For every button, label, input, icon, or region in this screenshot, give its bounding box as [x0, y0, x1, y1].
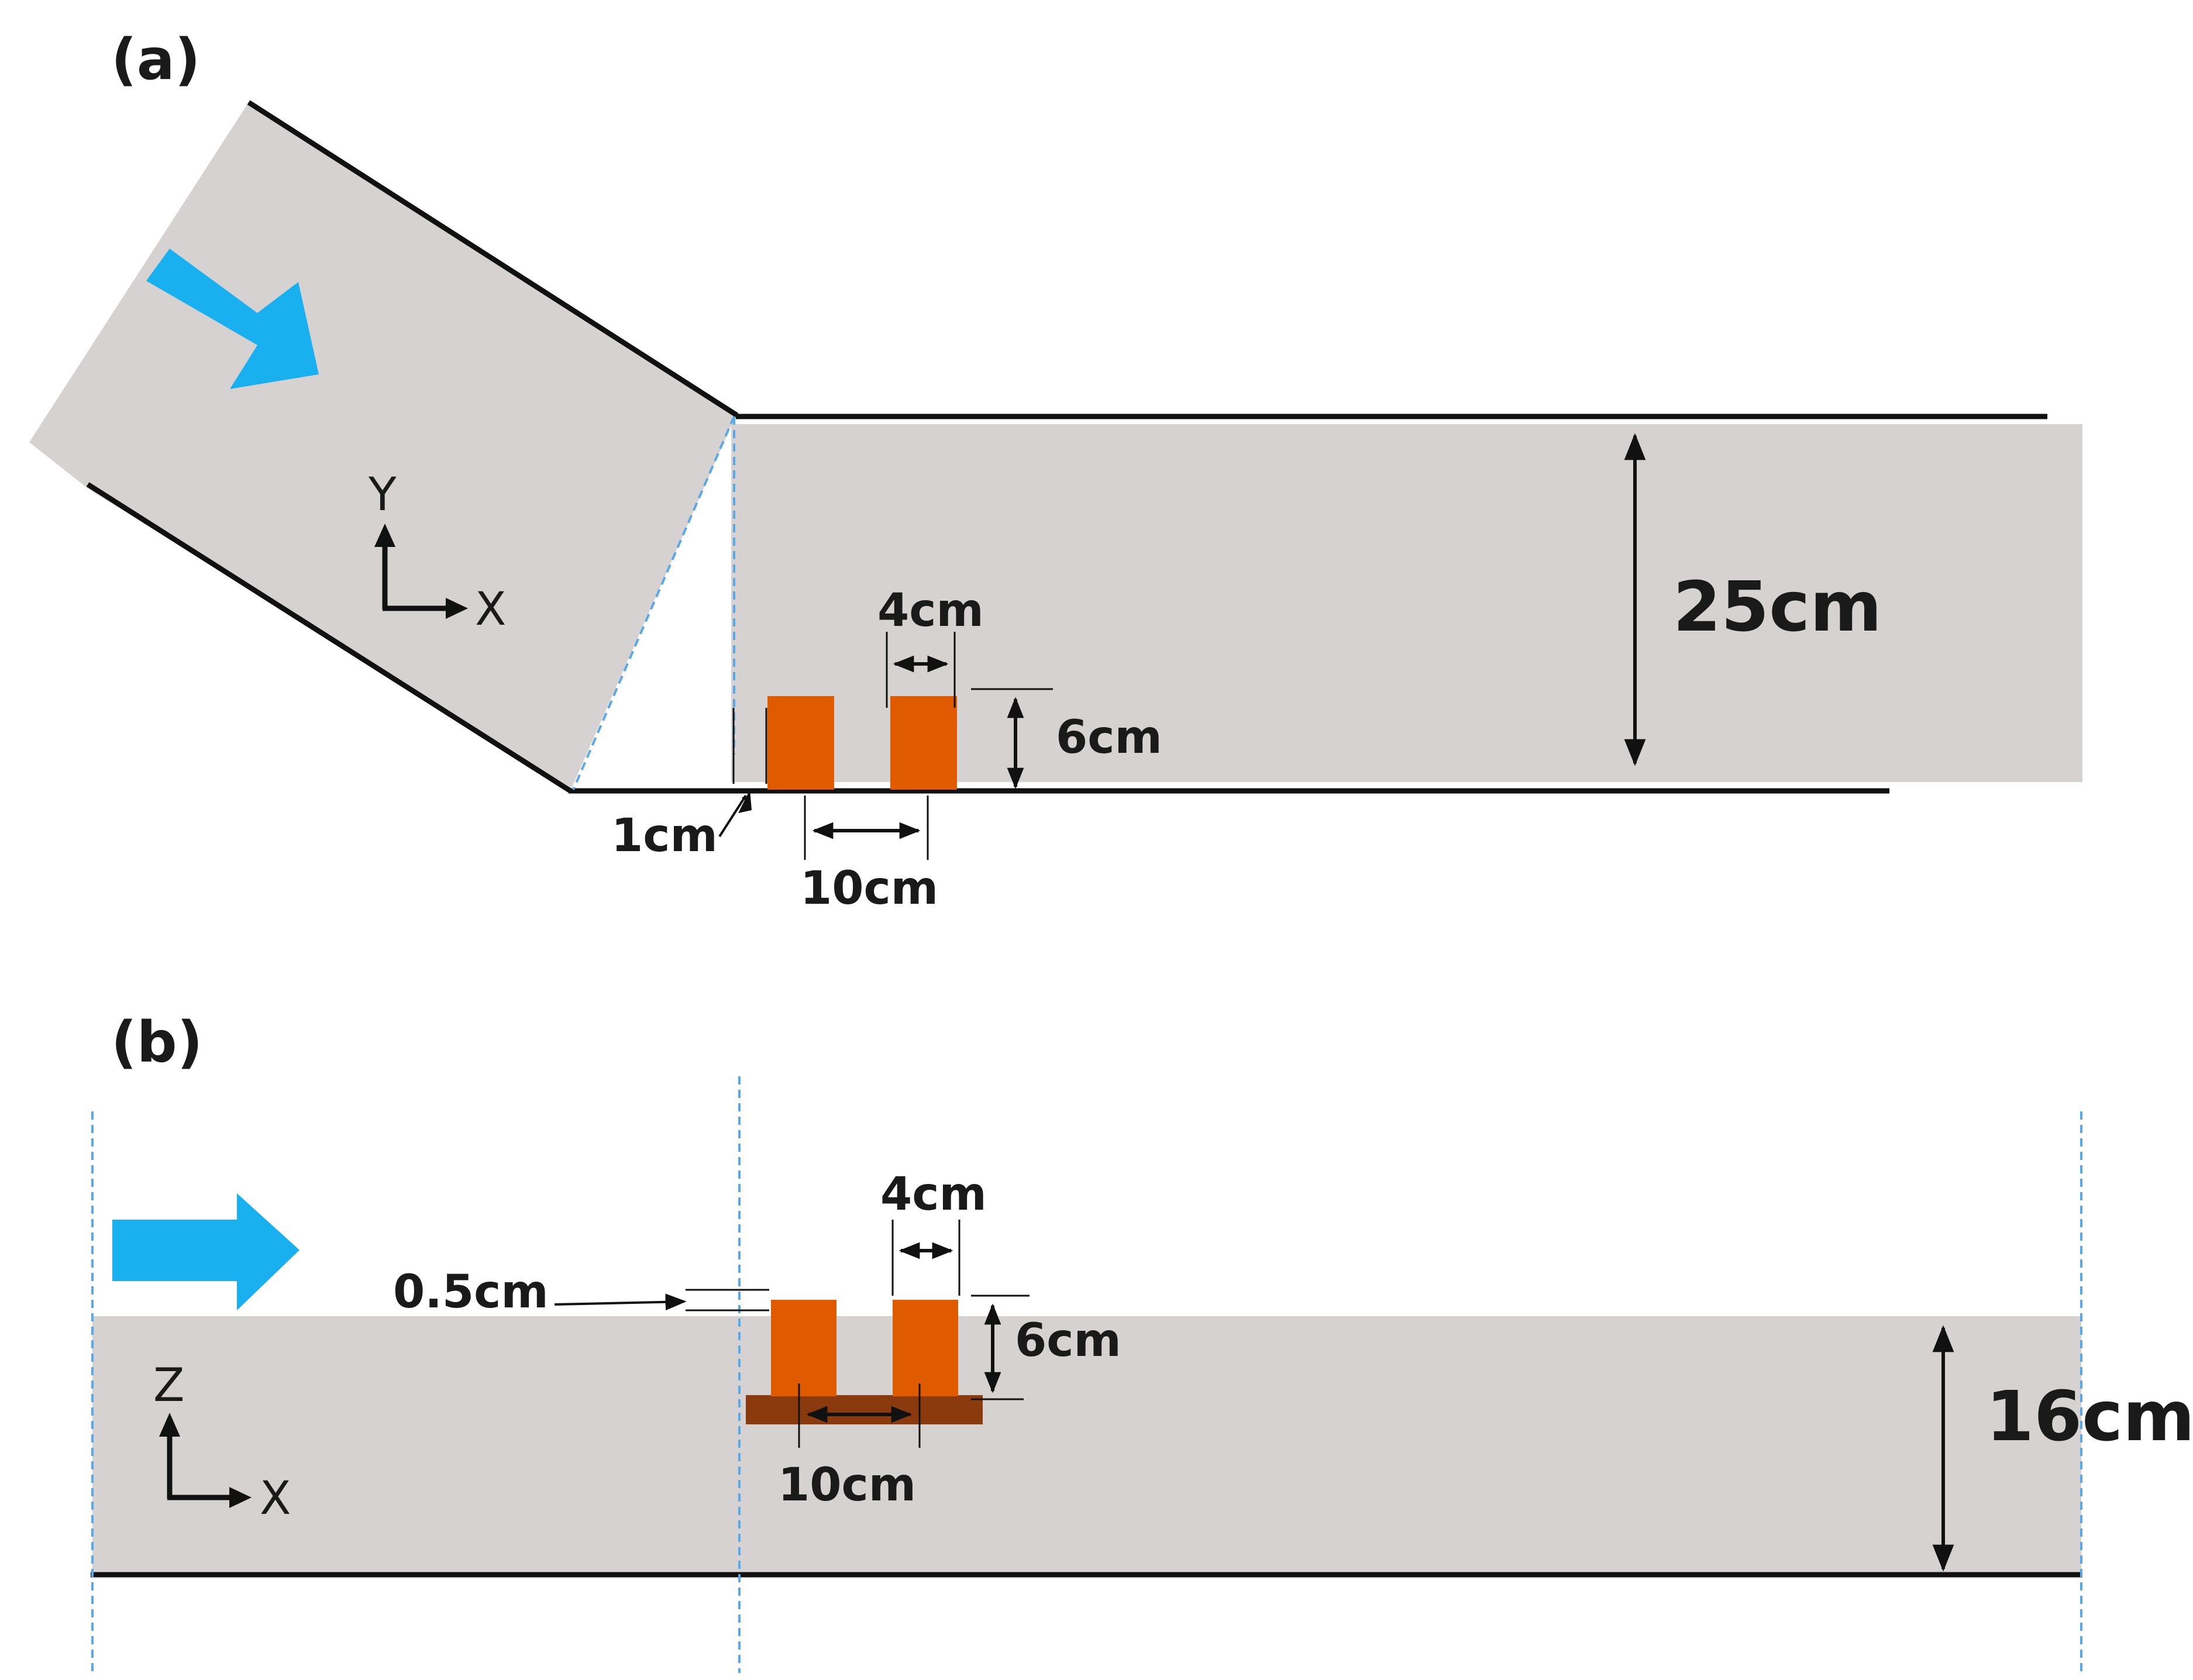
- dimension-block-height: 6cm: [971, 688, 1162, 789]
- label-block-spacing: 10cm: [800, 862, 938, 915]
- block-2: [890, 696, 957, 790]
- flow-direction-arrow-icon: [146, 249, 319, 389]
- label-block-height: 6cm: [1056, 711, 1162, 764]
- axis-label-x: X: [260, 1472, 291, 1525]
- panel-b: (b) Z X 4cm: [91, 1010, 2193, 1673]
- guide-line-diagonal: [572, 416, 735, 790]
- dimension-block-height: 6cm: [971, 1295, 1121, 1400]
- dimension-block-spacing: 10cm: [778, 1383, 921, 1512]
- inlet-bottom-wall: [86, 482, 572, 793]
- panel-a: (a) Y X 4cm: [29, 27, 2082, 915]
- flow-direction-arrow-icon: [112, 1193, 299, 1310]
- axis-label-z: Z: [153, 1359, 184, 1412]
- label-block-width: 4cm: [877, 584, 984, 637]
- label-block-spacing: 10cm: [778, 1459, 916, 1512]
- label-channel-width: 25cm: [1673, 566, 1882, 647]
- block-2: [893, 1300, 958, 1396]
- side-view-channel: [92, 1316, 2081, 1574]
- label-gap-to-edge: 1cm: [611, 810, 718, 862]
- dimension-gap-to-edge: 1cm: [611, 708, 767, 862]
- inclined-inlet-channel: [29, 102, 736, 791]
- panel-b-label: (b): [111, 1010, 202, 1075]
- dimension-channel-depth: 16cm: [1932, 1325, 2193, 1572]
- panel-a-label: (a): [111, 27, 201, 92]
- axis-label-x: X: [475, 583, 506, 636]
- axes-zx: Z X: [153, 1359, 291, 1525]
- block-1: [771, 1300, 836, 1396]
- label-block-height: 6cm: [1015, 1314, 1121, 1367]
- axis-label-y: Y: [368, 469, 397, 521]
- dimension-block-spacing: 10cm: [800, 796, 938, 915]
- dimension-channel-width: 25cm: [1624, 433, 1882, 766]
- axes-xy: Y X: [368, 469, 506, 636]
- label-channel-depth: 16cm: [1986, 1376, 2193, 1457]
- label-offset: 0.5cm: [393, 1266, 549, 1318]
- block-1: [767, 696, 834, 790]
- dimension-offset: 0.5cm: [393, 1266, 769, 1318]
- dimension-block-width: 4cm: [880, 1168, 987, 1296]
- label-block-width: 4cm: [880, 1168, 987, 1221]
- base-plate: [746, 1395, 983, 1424]
- dimension-block-width: 4cm: [877, 584, 984, 708]
- inlet-top-wall: [247, 100, 739, 418]
